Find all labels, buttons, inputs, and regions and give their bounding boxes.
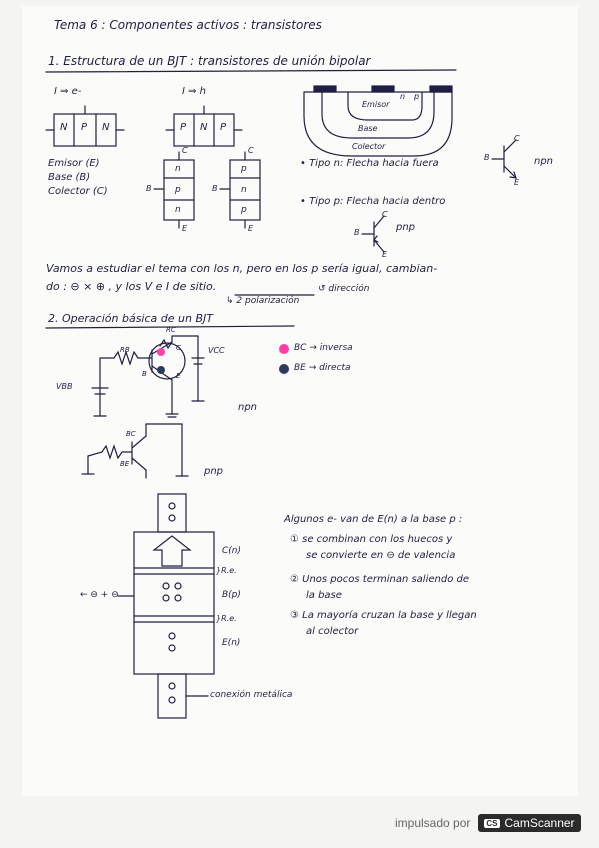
stack-pnp-c: C (248, 146, 254, 155)
npn-block-n1: N (60, 122, 68, 133)
npn-block-n2: N (102, 122, 110, 133)
layer-collector: C(n) (222, 546, 242, 556)
terminal-emisor: Emisor (E) (48, 158, 100, 169)
layer-emitter: E(n) (222, 638, 241, 648)
npn-current-label: I ⇒ e- (54, 86, 82, 97)
explanation-3b: al colector (306, 626, 359, 637)
section1-underline (45, 69, 457, 73)
paragraph-polarizacion: ↳ 2 polarización (226, 296, 300, 306)
cross-colector: Colector (352, 142, 386, 151)
label-vbb: VBB (56, 382, 73, 391)
pnp-sym-c: C (382, 210, 388, 219)
metal-connection: conexión metálica (210, 690, 293, 700)
npn-sym-c: C (514, 134, 520, 143)
camscanner-icon: CS (484, 818, 500, 828)
device-body-outline (133, 531, 215, 675)
stack-npn-c: C (182, 146, 188, 155)
paragraph-line2: do : ⊖ × ⊕ , y los V e I de sitio. (46, 280, 217, 293)
hand-drawings (45, 69, 517, 719)
explanation-intro: Algunos e- van de E(n) a la base p : (284, 514, 463, 525)
layer-re-top: }R.e. (216, 566, 237, 575)
section2-underline (45, 325, 295, 329)
stack-npn-mid: p (175, 185, 181, 195)
stack-npn-bot: n (175, 205, 181, 215)
terminal-colector: Colector (C) (48, 186, 108, 197)
layer-base: B(p) (222, 590, 241, 600)
label-vcc: VCC (208, 346, 225, 355)
cross-n: n (400, 92, 406, 101)
npn-sym-e: E (514, 178, 520, 187)
side-charges: ← ⊖ + ⊖ (80, 590, 119, 600)
pnp-block-p1: P (180, 122, 187, 133)
stack-pnp-bot: p (241, 205, 247, 215)
section1-heading: 1. Estructura de un BJT : transistores d… (48, 54, 371, 68)
npn-type-label: npn (534, 156, 554, 167)
explanation-2b: la base (306, 590, 342, 601)
stack-npn-b: B (146, 184, 152, 193)
stack-pnp-e: E (248, 224, 254, 233)
circuit-npn-e: E (176, 372, 181, 380)
pnp-type-label: pnp (396, 222, 416, 233)
circuit-npn-label: npn (238, 402, 258, 413)
explanation-1a: ① se combinan con los huecos y (290, 534, 453, 545)
legend-be: BE → directa (294, 363, 351, 373)
pnp-block-p2: P (220, 122, 227, 133)
cross-p: p (414, 92, 420, 101)
scanned-page: Tema 6 : Componentes activos : transisto… (22, 6, 578, 796)
pnp-sym-e: E (382, 250, 388, 259)
paragraph-direccion: ↺ dirección (318, 284, 370, 294)
stack-npn-e: E (182, 224, 188, 233)
stack-pnp-mid: n (241, 185, 247, 195)
layer-re-bottom: }R.e. (216, 614, 237, 623)
npn-sym-b: B (484, 153, 490, 162)
circuit-npn-b: B (142, 370, 147, 378)
legend-bc: BC → inversa (294, 343, 353, 353)
pnp-sym-b: B (354, 228, 360, 237)
tipo-p-note: • Tipo p: Flecha hacia dentro (300, 196, 446, 207)
label-rb: RB (120, 346, 130, 354)
tipo-n-note: • Tipo n: Flecha hacia fuera (300, 158, 439, 169)
scanner-footer: impulsado por CS CamScanner (395, 812, 581, 834)
stack-pnp-top: p (241, 164, 247, 174)
explanation-3a: ③ La mayoría cruzan la base y llegan (290, 610, 477, 621)
npn-block-p: P (81, 122, 88, 133)
camscanner-name: CamScanner (504, 816, 575, 830)
explanation-1b: se convierte en ⊖ de valencia (306, 550, 456, 561)
powered-by-text: impulsado por (395, 816, 471, 830)
stack-pnp-b: B (212, 184, 218, 193)
pnp-current-label: I ⇒ h (182, 86, 207, 97)
cross-emisor: Emisor (362, 100, 390, 109)
camscanner-logo[interactable]: CS CamScanner (478, 814, 581, 832)
circuit-pnp-be: BE (120, 460, 130, 468)
label-rc: RC (166, 326, 176, 334)
pnp-block-n: N (200, 122, 208, 133)
cross-base: Base (358, 124, 378, 133)
terminal-base: Base (B) (48, 172, 91, 183)
stack-npn-top: n (175, 164, 181, 174)
paragraph-line1: Vamos a estudiar el tema con los n, pero… (46, 262, 438, 275)
section2-heading: 2. Operación básica de un BJT (48, 312, 213, 325)
circuit-pnp-label: pnp (204, 466, 224, 477)
explanation-2a: ② Unos pocos terminan saliendo de (290, 574, 469, 585)
page-title: Tema 6 : Componentes activos : transisto… (54, 18, 322, 32)
circuit-pnp-bc: BC (126, 430, 136, 438)
circuit-npn-c: C (176, 344, 181, 352)
